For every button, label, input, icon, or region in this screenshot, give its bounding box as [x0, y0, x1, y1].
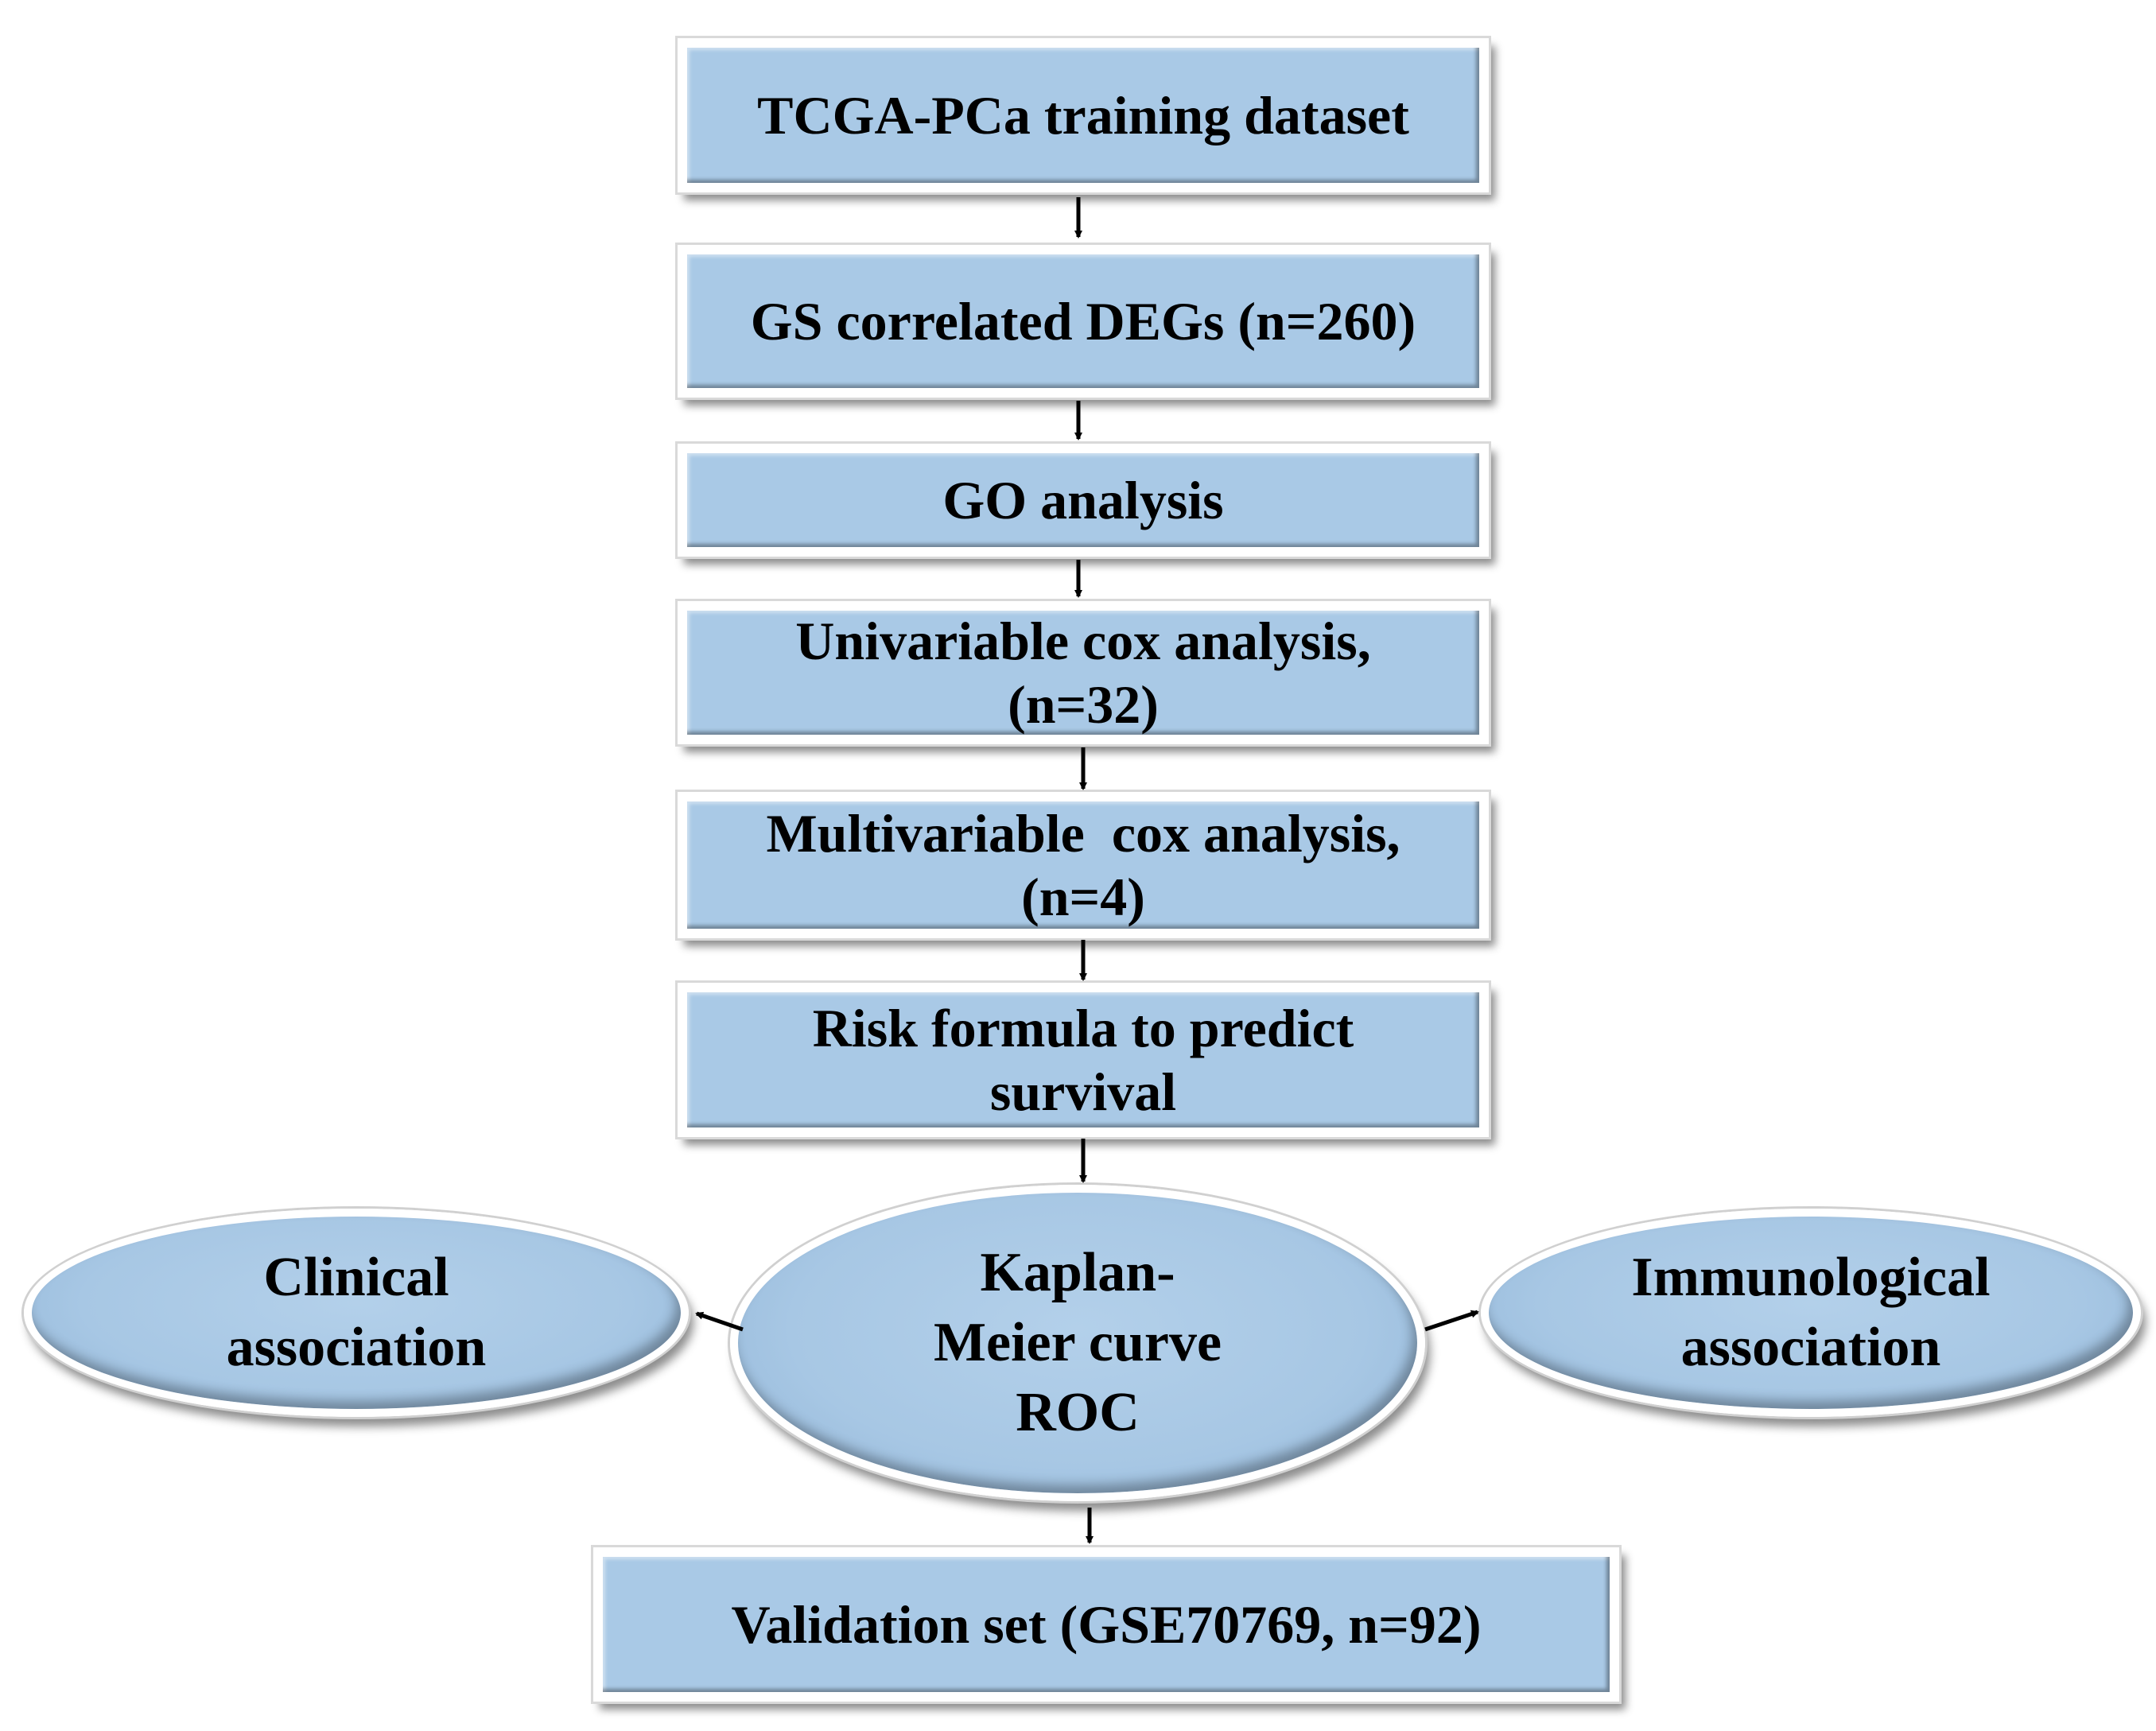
node-risk-formula-line-2: survival — [989, 1061, 1177, 1122]
node-clinical-association-line-1: Clinical — [263, 1247, 449, 1308]
node-training-dataset-line-1: TCGA-PCa training dataset — [757, 85, 1409, 146]
node-deg-line-1: GS correlated DEGs (n=260) — [750, 291, 1416, 351]
node-risk-formula: Risk formula to predict survival — [678, 983, 1489, 1137]
node-go-analysis: GO analysis — [678, 444, 1489, 557]
node-univariable-cox-line-2: (n=32) — [1008, 674, 1159, 735]
node-clinical-association-line-2: association — [226, 1317, 487, 1378]
node-kaplan-meier-roc: Kaplan- Meier curve ROC — [730, 1185, 1425, 1501]
node-kaplan-meier-roc-line-2: Meier curve — [933, 1312, 1222, 1373]
node-risk-formula-line-1: Risk formula to predict — [812, 998, 1354, 1058]
node-immunological-association-line-2: association — [1680, 1317, 1941, 1378]
node-multivariable-cox-line-2: (n=4) — [1021, 867, 1145, 927]
arrow-km-roc-to-clinical — [695, 1311, 744, 1332]
node-validation-set-line-1: Validation set (GSE70769, n=92) — [731, 1594, 1482, 1655]
node-validation-set: Validation set (GSE70769, n=92) — [593, 1547, 1619, 1702]
node-clinical-association: Clinical association — [24, 1209, 689, 1417]
arrow-km-roc-to-immunological — [1424, 1310, 1479, 1332]
node-kaplan-meier-roc-line-3: ROC — [1016, 1382, 1140, 1443]
node-immunological-association: Immunological association — [1481, 1209, 2141, 1417]
node-univariable-cox: Univariable cox analysis, (n=32) — [678, 601, 1489, 744]
node-training-dataset: TCGA-PCa training dataset — [678, 38, 1489, 192]
node-go-analysis-line-1: GO analysis — [942, 470, 1224, 530]
node-multivariable-cox-line-1: Multivariable cox analysis, — [766, 803, 1400, 864]
node-multivariable-cox: Multivariable cox analysis, (n=4) — [678, 792, 1489, 938]
node-immunological-association-line-1: Immunological — [1631, 1247, 1991, 1308]
node-kaplan-meier-roc-line-1: Kaplan- — [980, 1242, 1175, 1303]
node-deg: GS correlated DEGs (n=260) — [678, 245, 1489, 398]
node-univariable-cox-line-1: Univariable cox analysis, — [795, 611, 1371, 671]
